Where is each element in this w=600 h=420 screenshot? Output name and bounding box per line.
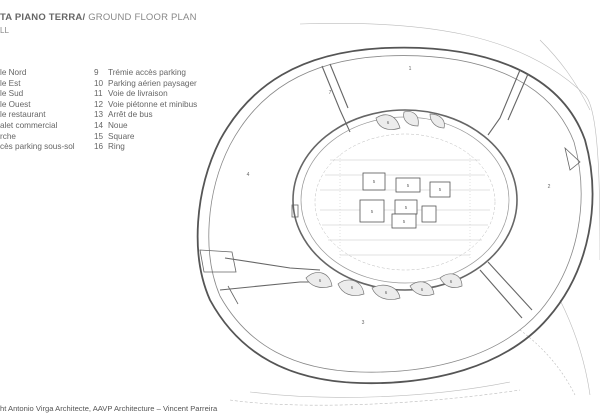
- svg-text:6: 6: [351, 285, 354, 290]
- legend-item: 15 Square: [94, 132, 197, 143]
- photo-credit: ht Antonio Virga Architecte, AAVP Archit…: [0, 404, 218, 413]
- legend-item: rche: [0, 131, 16, 141]
- legend-label: Voie de livraison: [108, 89, 168, 99]
- plan-title: TA PIANO TERRA/ GROUND FLOOR PLAN: [0, 12, 197, 23]
- legend-right: 9 Trémie accès parking 10 Parking aérien p…: [94, 68, 197, 153]
- svg-text:5: 5: [405, 205, 408, 210]
- noue-top: [375, 111, 445, 130]
- legend-label: Parking aérien paysager: [108, 78, 197, 88]
- legend-label: Arrêt de bus: [108, 110, 153, 120]
- legend-label: Ring: [108, 142, 125, 152]
- legend-item: le Est: [0, 78, 21, 88]
- svg-text:6: 6: [450, 279, 453, 284]
- legend-item: 12 Voie piétonne et minibus: [94, 100, 197, 111]
- svg-text:6: 6: [387, 120, 390, 125]
- legend-label: Voie piétonne et minibus: [108, 99, 198, 109]
- minor-structures: [199, 146, 581, 305]
- plan-subtitle: LL: [0, 26, 9, 35]
- noue-bottom: [305, 272, 463, 300]
- sector-south-label: 3: [362, 320, 365, 326]
- legend-item: 9 Trémie accès parking: [94, 68, 197, 79]
- legend-item: le Nord: [0, 68, 27, 77]
- svg-text:5: 5: [439, 187, 442, 192]
- svg-text:5: 5: [371, 209, 374, 214]
- legend-number: 14: [94, 120, 104, 130]
- legend-item: le restaurant: [0, 110, 46, 120]
- sector-numbers: 1 2 3 4 7: [247, 66, 551, 326]
- legend-label: Square: [108, 131, 135, 141]
- legend-number: 15: [94, 131, 104, 141]
- legend-label: Trémie accès parking: [108, 68, 186, 77]
- legend-item: cès parking sous-sol: [0, 142, 75, 152]
- legend-item: 11 Voie de livraison: [94, 89, 197, 100]
- outer-ring: [196, 46, 594, 385]
- sector-east-label: 2: [548, 184, 551, 190]
- site-context: [229, 23, 600, 406]
- legend-item: 13 Arrêt de bus: [94, 110, 197, 121]
- legend-number: 9: [94, 68, 99, 77]
- legend-number: 12: [94, 99, 104, 109]
- svg-text:6: 6: [421, 287, 424, 292]
- legend-item: le Ouest: [0, 99, 31, 109]
- svg-text:5: 5: [403, 219, 406, 224]
- block-numbers: 5 5 5 5 5 5: [371, 179, 442, 224]
- legend-item: 16 Ring: [94, 142, 197, 153]
- legend-left: le Nord le Est le Sud le Ouest le restau…: [0, 68, 75, 153]
- plan-title-main: TA PIANO TERRA/: [0, 12, 86, 23]
- legend-label: Noue: [108, 120, 128, 130]
- sector-west-label: 4: [247, 172, 250, 178]
- marker-7-label: 7: [329, 90, 332, 96]
- legend-item: le Sud: [0, 89, 24, 99]
- legend-item: 14 Noue: [94, 121, 197, 132]
- legend-number: 16: [94, 142, 104, 152]
- svg-text:6: 6: [385, 290, 388, 295]
- svg-text:6: 6: [319, 278, 322, 283]
- svg-text:5: 5: [373, 179, 376, 184]
- noue-numbers: 6 6 6 6 6 6: [319, 120, 453, 295]
- svg-text:5: 5: [407, 183, 410, 188]
- legend-item: alet commercial: [0, 120, 58, 130]
- legend-number: 13: [94, 110, 104, 120]
- legend-number: 11: [94, 89, 103, 99]
- legend-item: 10 Parking aérien paysager: [94, 79, 197, 90]
- sector-north-label: 1: [409, 66, 412, 72]
- central-blocks: [359, 172, 451, 229]
- plan-title-english: GROUND FLOOR PLAN: [88, 12, 197, 23]
- legend-number: 10: [94, 78, 104, 88]
